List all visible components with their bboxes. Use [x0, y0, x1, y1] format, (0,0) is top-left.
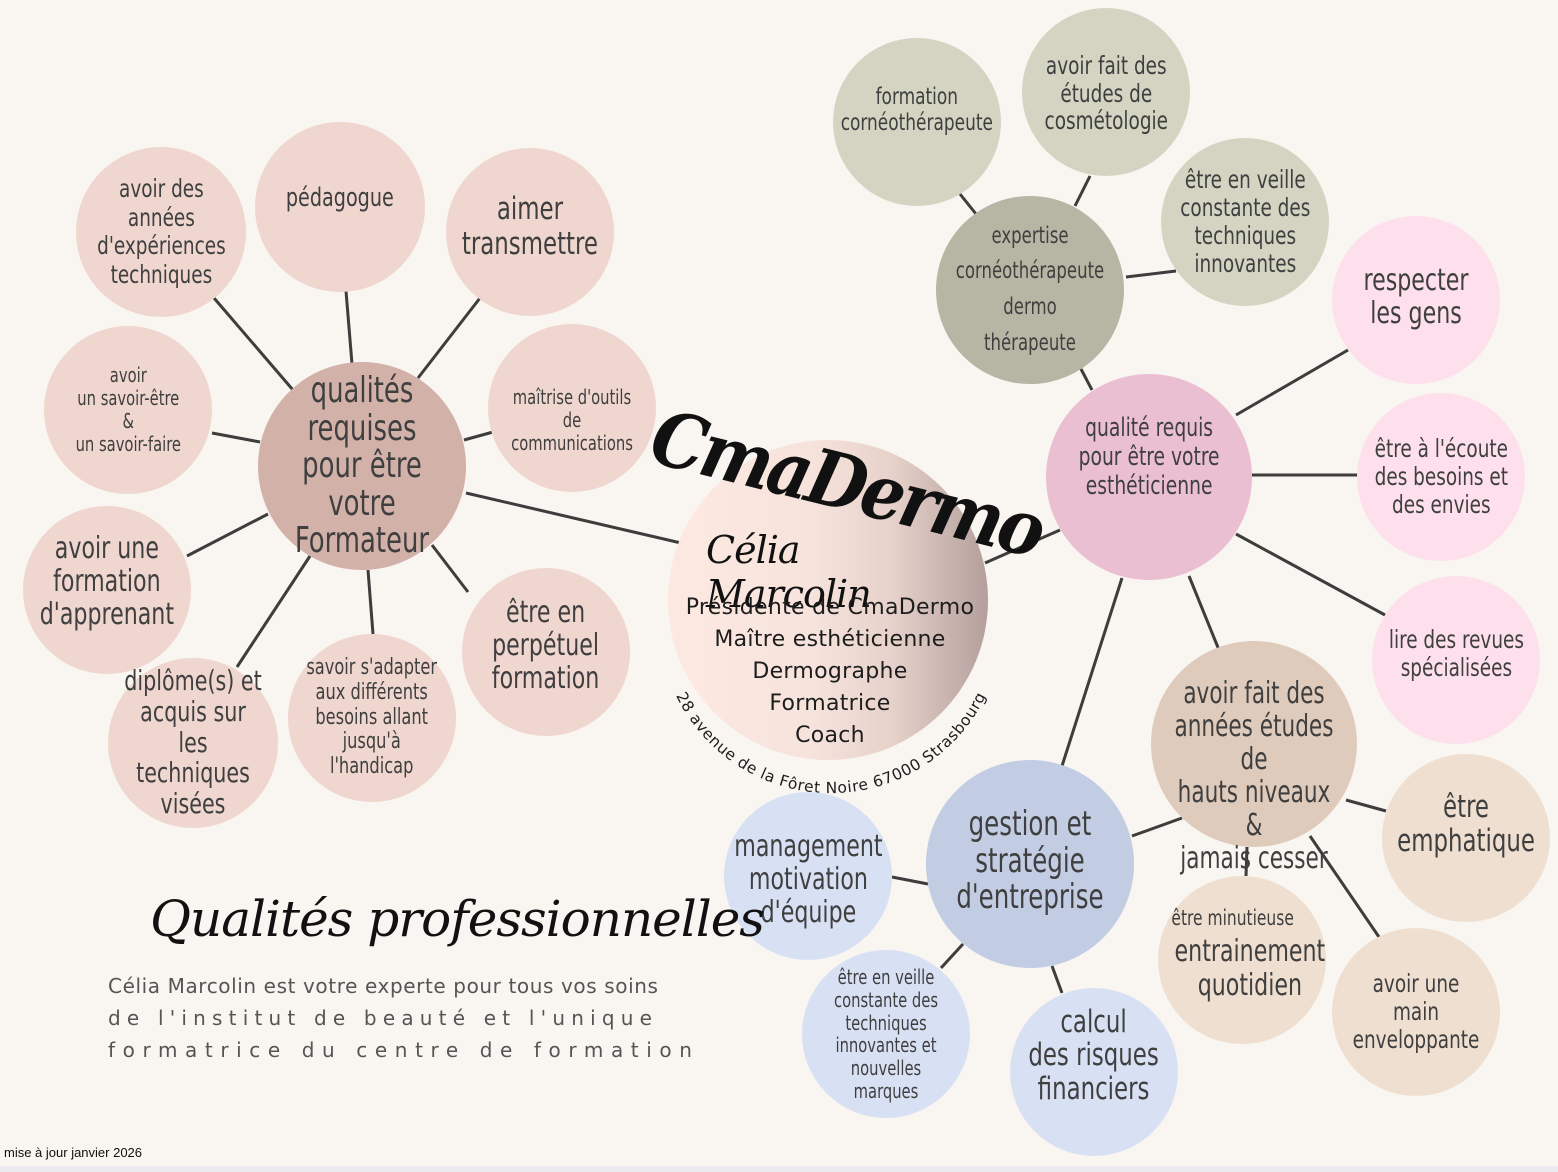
central-profile-circle — [668, 440, 988, 760]
role-line: Maître esthéticienne — [714, 627, 946, 652]
leaf-veille-techniques: être en veille constante des techniques … — [1161, 138, 1329, 306]
bottom-strip — [0, 1166, 1558, 1172]
leaf-annees-experiences: avoir des années d'expériences technique… — [76, 147, 246, 317]
role-line: Dermographe — [752, 659, 908, 684]
owner-roles: Présidente de CmaDermo Maître esthéticie… — [668, 592, 992, 752]
leaf-diplomes: diplôme(s) et acquis sur les techniques … — [108, 658, 278, 828]
update-note: mise à jour janvier 2026 — [4, 1145, 143, 1160]
leaf-minutieuse: être minutieuse entrainement quotidien — [1158, 876, 1326, 1044]
hub-annees-etudes: avoir fait des années études de hauts ni… — [1151, 641, 1357, 875]
svg-text:28 avenue de la Fôret Noire 67: 28 avenue de la Fôret Noire 67000 Strasb… — [672, 689, 989, 797]
leaf-calcul-risques: calcul des risques financiers — [1010, 988, 1178, 1156]
description-line: Célia Marcolin est votre experte pour to… — [108, 974, 659, 998]
leaf-emphatique: être emphatique — [1382, 754, 1550, 922]
leaf-main-enveloppante: avoir une main enveloppante — [1332, 928, 1500, 1096]
leaf-etudes-cosmetologie: avoir fait des études de cosmétologie — [1022, 8, 1190, 176]
role-line: Coach — [795, 723, 865, 748]
leaf-perpetuel-formation: être en perpétuel formation — [462, 568, 630, 736]
leaf-veille-marques: être en veille constante des techniques … — [802, 950, 970, 1118]
hub-qualites-formateur: qualités requises pour être votre Format… — [258, 362, 466, 570]
leaf-ecoute-besoins: être à l'écoute des besoins et des envie… — [1357, 393, 1525, 561]
section-title: Qualités professionnelles — [150, 890, 765, 948]
hub-gestion-strategie: gestion et stratégie d'entreprise — [926, 760, 1134, 968]
hub-qualite-estheticienne: qualité requis pour être votre esthétici… — [1046, 374, 1252, 580]
hub-expertise: expertise cornéothérapeute dermo thérape… — [936, 196, 1124, 384]
leaf-savoir-adapter: savoir s'adapter aux différents besoins … — [288, 634, 456, 802]
address-text: 28 avenue de la Fôret Noire 67000 Strasb… — [672, 689, 989, 797]
leaf-respecter-gens: respecter les gens — [1332, 216, 1500, 384]
leaf-formation-corneotherapeute: formation cornéothérapeute — [833, 38, 1001, 206]
role-line: Formatrice — [769, 691, 891, 716]
leaf-pedagogue: pédagogue — [255, 122, 425, 292]
leaf-lire-revues: lire des revues spécialisées — [1372, 576, 1540, 744]
leaf-management: management motivation d'équipe — [724, 792, 892, 960]
section-description: Célia Marcolin est votre experte pour to… — [108, 970, 718, 1066]
role-line: Présidente de CmaDermo — [685, 595, 975, 620]
leaf-outils-communication: maîtrise d'outils de communications — [488, 324, 656, 492]
owner-name: Célia Marcolin — [706, 528, 872, 616]
leaf-savoir-etre: avoir un savoir-être & un savoir-faire — [44, 326, 212, 494]
description-line: de l'institut de beauté et l'unique — [108, 1006, 659, 1030]
leaf-formation-apprenant: avoir une formation d'apprenant — [23, 506, 191, 674]
description-line: formatrice du centre de formation — [108, 1038, 700, 1062]
leaf-aimer-transmettre: aimer transmettre — [446, 148, 614, 316]
